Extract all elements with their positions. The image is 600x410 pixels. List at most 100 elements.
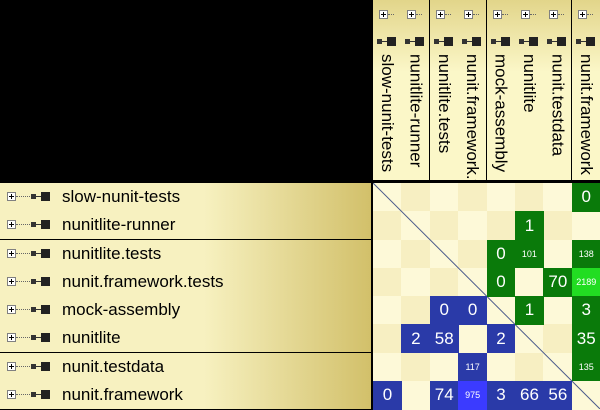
dependency-cell[interactable]: 138 (571, 239, 600, 269)
matrix-cell[interactable] (515, 352, 544, 382)
expand-icon[interactable] (492, 10, 502, 19)
column-header-item[interactable]: nunit.testdata (543, 0, 572, 180)
matrix-cell[interactable] (373, 352, 402, 382)
matrix-cell[interactable] (401, 296, 431, 325)
column-header-item[interactable]: nunitlite.tests (429, 0, 458, 180)
expand-icon[interactable] (7, 248, 16, 258)
matrix-cell[interactable] (429, 352, 459, 382)
tree-connector (16, 309, 30, 311)
row-label: nunitlite-runner (62, 215, 176, 235)
dependency-cell[interactable]: 1 (515, 211, 544, 240)
matrix-cell[interactable] (571, 211, 600, 240)
dependency-count: 0 (496, 243, 506, 263)
expand-icon[interactable] (7, 305, 16, 314)
dependency-cell[interactable]: 3 (571, 296, 600, 325)
dependency-cell[interactable]: 3 (486, 380, 516, 410)
matrix-cell[interactable] (543, 324, 573, 353)
column-label: nunit.framework (576, 54, 596, 175)
expand-icon[interactable] (435, 10, 445, 19)
dependency-count: 66 (519, 385, 539, 405)
dependency-cell[interactable]: 70 (543, 267, 573, 297)
matrix-cell[interactable] (401, 352, 431, 382)
matrix-cell[interactable] (543, 183, 573, 212)
dependency-cell[interactable]: 66 (515, 380, 544, 410)
dependency-cell[interactable]: 58 (429, 324, 459, 353)
matrix-cell[interactable] (543, 211, 573, 240)
column-header-item[interactable]: nunitlite (515, 0, 543, 180)
matrix-cell[interactable] (515, 267, 544, 297)
matrix-cell[interactable] (486, 352, 516, 382)
matrix-cell[interactable] (373, 239, 402, 269)
dependency-cell[interactable]: 117 (458, 352, 488, 382)
row-header-item[interactable]: slow-nunit-tests (0, 183, 371, 211)
dependency-cell[interactable]: 1 (515, 296, 544, 325)
matrix-cell[interactable] (515, 183, 544, 212)
matrix-cell[interactable] (373, 211, 402, 240)
matrix-cell[interactable] (401, 183, 431, 212)
matrix-cell[interactable] (458, 324, 488, 353)
dependency-cell[interactable]: 2189 (571, 267, 600, 297)
matrix-cell[interactable] (486, 183, 516, 212)
matrix-cell[interactable] (543, 296, 573, 325)
matrix-cell[interactable] (458, 211, 488, 240)
expand-icon[interactable] (379, 10, 388, 19)
matrix-cell[interactable] (429, 267, 459, 297)
dependency-cell[interactable]: 2 (401, 324, 431, 353)
expand-icon[interactable] (7, 220, 16, 230)
row-header-item[interactable]: mock-assembly (0, 296, 371, 324)
column-header-item[interactable]: nunitlite-runner (401, 0, 430, 180)
column-header-item[interactable]: slow-nunit-tests (373, 0, 401, 180)
row-header-item[interactable]: nunit.testdata (0, 352, 371, 381)
expand-icon[interactable] (407, 10, 417, 19)
expand-icon[interactable] (521, 10, 530, 19)
dependency-count: 2189 (576, 277, 597, 288)
dependency-cell[interactable]: 0 (373, 380, 402, 410)
matrix-cell[interactable] (401, 380, 431, 410)
row-header-item[interactable]: nunitlite-runner (0, 211, 371, 240)
matrix-cell[interactable] (458, 239, 488, 269)
tree-connector (586, 14, 593, 16)
matrix-cell[interactable] (429, 183, 459, 212)
dependency-cell[interactable]: 0 (458, 296, 488, 325)
matrix-cell[interactable] (429, 211, 459, 240)
matrix-cell[interactable] (486, 211, 516, 240)
expand-icon[interactable] (549, 10, 559, 19)
dependency-count: 56 (548, 385, 568, 405)
expand-icon[interactable] (7, 389, 16, 399)
column-header-item[interactable]: nunit.framework (571, 0, 600, 180)
matrix-cell[interactable] (401, 239, 431, 269)
dependency-count: 975 (465, 390, 481, 401)
dependency-cell[interactable]: 0 (486, 239, 516, 269)
matrix-cell[interactable] (373, 324, 402, 353)
dependency-cell[interactable]: 56 (543, 380, 573, 410)
tree-connector (558, 14, 565, 16)
dependency-cell[interactable]: 135 (571, 352, 600, 382)
dependency-cell[interactable]: 35 (571, 324, 600, 353)
dependency-cell[interactable]: 0 (486, 267, 516, 297)
dependency-cell[interactable]: 101 (515, 239, 544, 269)
dependency-cell[interactable]: 975 (458, 380, 488, 410)
row-header-item[interactable]: nunit.framework (0, 380, 371, 409)
expand-icon[interactable] (7, 361, 16, 371)
dependency-cell[interactable]: 0 (429, 296, 459, 325)
matrix-cell[interactable] (401, 267, 431, 297)
expand-icon[interactable] (7, 333, 16, 343)
expand-icon[interactable] (577, 10, 587, 19)
dependency-count: 0 (496, 272, 506, 292)
expand-icon[interactable] (464, 10, 474, 19)
column-header-item[interactable]: mock-assembly (486, 0, 515, 180)
dependency-cell[interactable]: 0 (571, 183, 600, 212)
matrix-cell[interactable] (458, 183, 488, 212)
dependency-cell[interactable]: 2 (486, 324, 516, 353)
dependency-cell[interactable]: 74 (429, 380, 459, 410)
expand-icon[interactable] (7, 192, 16, 201)
expand-icon[interactable] (7, 276, 16, 286)
matrix-cell[interactable] (543, 239, 573, 269)
row-header-item[interactable]: nunitlite.tests (0, 239, 371, 268)
row-header-item[interactable]: nunitlite (0, 324, 371, 353)
row-header-item[interactable]: nunit.framework.tests (0, 267, 371, 296)
row-label: nunit.testdata (62, 356, 165, 376)
column-header-item[interactable]: nunit.framework.tests (458, 0, 487, 180)
matrix-cell[interactable] (373, 296, 402, 325)
matrix-cell[interactable] (373, 267, 402, 297)
